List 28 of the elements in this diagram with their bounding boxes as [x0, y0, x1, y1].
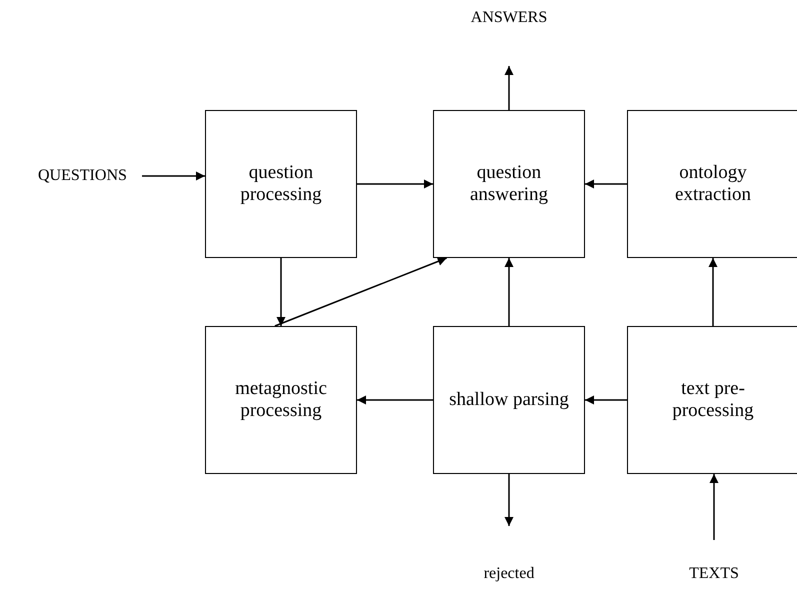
arrow [710, 474, 718, 540]
arrow [504, 258, 514, 326]
arrow [276, 258, 286, 326]
arrow [357, 396, 433, 404]
node-text: text pre-processing [671, 378, 755, 422]
process-box [205, 110, 357, 258]
arrow [142, 172, 205, 180]
node-text: shallow parsing [449, 389, 569, 411]
arrow [708, 258, 718, 326]
arrow [585, 180, 627, 188]
arrow [357, 180, 433, 188]
node-text: metagnostic processing [234, 378, 328, 422]
process-box [627, 326, 797, 474]
process-box [627, 110, 797, 258]
node-text: QUESTIONS [38, 166, 127, 186]
arrow [504, 474, 514, 526]
process-box [205, 326, 357, 474]
arrow [585, 396, 627, 404]
arrow [504, 66, 514, 110]
node-text: ontology extraction [674, 162, 752, 206]
node-text: rejected [484, 564, 534, 584]
node-text: question answering [468, 162, 550, 206]
node-text: ANSWERS [470, 8, 548, 28]
arrow [274, 257, 447, 327]
process-box [433, 110, 585, 258]
node-text: question processing [239, 162, 323, 206]
node-text: TEXTS [689, 564, 739, 584]
process-box [433, 326, 585, 474]
